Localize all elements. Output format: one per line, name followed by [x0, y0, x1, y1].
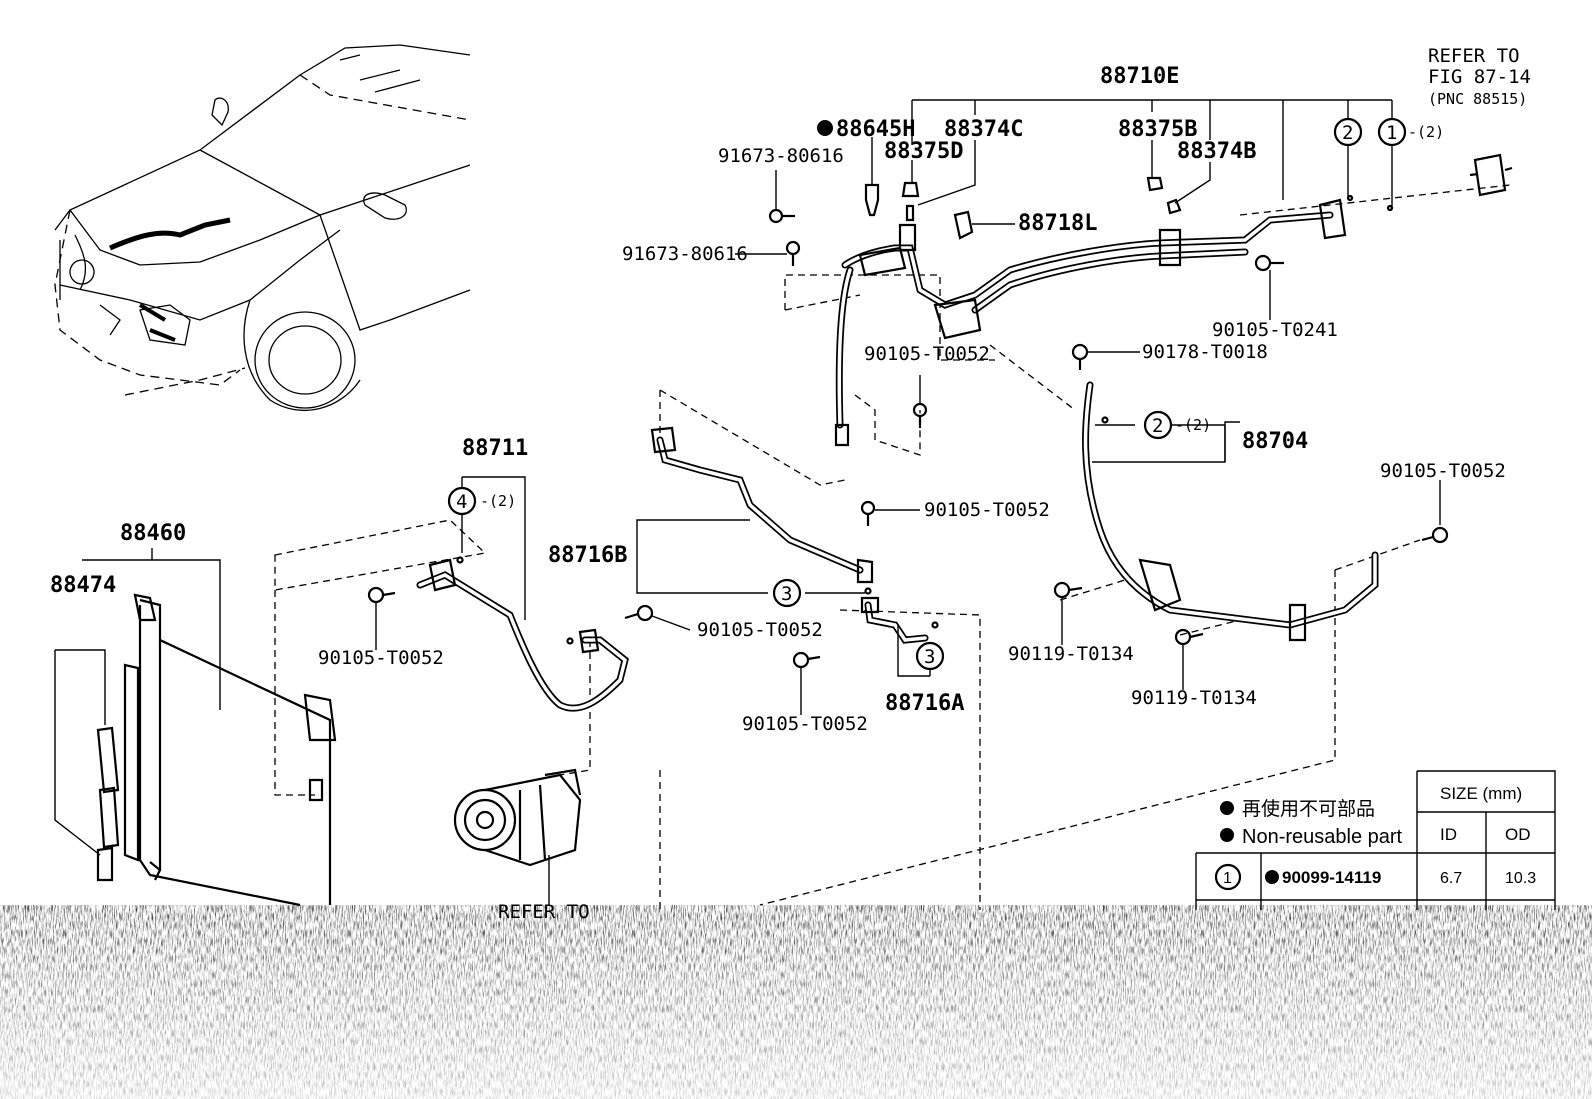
- circle-ref-2-mid-label: 2: [1152, 415, 1163, 437]
- circle-ref-2-mid-qty: -(2): [1175, 416, 1211, 434]
- refer-to-line-3: (PNC 88515): [1428, 90, 1527, 108]
- legend-en: Non-reusable part: [1242, 826, 1403, 848]
- hose-88711: [367, 556, 629, 712]
- circle-ref-3-a-label: 3: [781, 583, 792, 605]
- circle-ref-3-b-label: 3: [924, 646, 935, 668]
- callout-88716A: 88716A: [885, 691, 964, 716]
- vehicle-sketch: [54, 44, 471, 412]
- circle-ref-4-qty: -(2): [480, 492, 516, 510]
- callout-90105-T0052-d: 90105-T0052: [318, 647, 444, 669]
- refer-to-line-1: REFER TO: [1428, 45, 1520, 67]
- callout-90105-T0052-a: 90105-T0052: [864, 343, 990, 365]
- callout-88374C: 88374C: [944, 117, 1023, 142]
- refer-to-line-2: FIG 87-14: [1428, 66, 1531, 88]
- size-row-key-circle: [1214, 863, 1242, 891]
- size-row-od: 10.3: [1505, 870, 1536, 887]
- condenser: [123, 593, 337, 907]
- assembly-outlines: [274, 184, 1511, 910]
- desiccant-88474: [96, 726, 120, 882]
- callout-90178-T0018: 90178-T0018: [1142, 341, 1268, 363]
- size-table-header: SIZE (mm): [1440, 784, 1522, 803]
- legend: 再使用不可部品 Non-reusable part: [1220, 798, 1403, 848]
- callout-90105-T0241: 90105-T0241: [1212, 319, 1338, 341]
- part-callouts: 88710E REFER TO FIG 87-14 (PNC 88515) 88…: [50, 45, 1531, 923]
- callout-88704: 88704: [1242, 429, 1308, 454]
- circle-ref-1-label: 1: [1386, 122, 1397, 144]
- callout-91673-80616-left: 91673-80616: [622, 243, 748, 265]
- callout-88711: 88711: [462, 436, 528, 461]
- callout-90105-T0052-c: 90105-T0052: [924, 499, 1050, 521]
- legend-bullet-jp: [1220, 801, 1234, 815]
- circle-ref-1: [1377, 117, 1407, 147]
- callout-88375B: 88375B: [1118, 117, 1197, 142]
- image-noise-band: [0, 905, 1592, 1099]
- size-row-key: 1: [1223, 870, 1232, 887]
- size-table-col-id: ID: [1440, 825, 1457, 844]
- legend-bullet-en: [1220, 828, 1234, 842]
- callout-88460: 88460: [120, 521, 186, 546]
- circle-ref-1-qty: -(2): [1408, 123, 1444, 141]
- size-table: SIZE (mm) ID OD 1 90099-14119 6.7 10.3: [1195, 770, 1556, 910]
- callout-88375D: 88375D: [884, 139, 963, 164]
- callout-90119-T0134-a: 90119-T0134: [1008, 643, 1134, 665]
- callout-90105-T0052-e: 90105-T0052: [697, 619, 823, 641]
- circle-ref-3-b: [915, 641, 945, 671]
- callout-88716B: 88716B: [548, 543, 627, 568]
- callout-88474: 88474: [50, 573, 116, 598]
- legend-jp: 再使用不可部品: [1242, 798, 1375, 820]
- hose-88716B: [650, 426, 876, 595]
- callout-88374B: 88374B: [1177, 139, 1256, 164]
- size-row-part: 90099-14119: [1282, 868, 1381, 887]
- callout-88718L: 88718L: [1018, 211, 1097, 236]
- size-row-non-reusable: [1265, 870, 1279, 884]
- callout-90119-T0134-b: 90119-T0134: [1131, 687, 1257, 709]
- callout-88710E: 88710E: [1100, 64, 1179, 89]
- circle-ref-4-label: 4: [456, 491, 467, 513]
- callout-88645H: 88645H: [836, 117, 915, 142]
- size-row-id: 6.7: [1440, 870, 1462, 887]
- callout-90105-T0052-f: 90105-T0052: [742, 713, 868, 735]
- hose-88716A: [624, 596, 939, 669]
- circle-ref-2-top: [1333, 117, 1363, 147]
- hose-88710E: [835, 198, 1347, 429]
- hose-88704: [1053, 343, 1449, 646]
- non-reusable-marker: [817, 120, 833, 136]
- circle-ref-2-top-label: 2: [1342, 122, 1353, 144]
- leader-lines: [54, 99, 1441, 856]
- circled-refs: 2 1 -(2) 2 -(2) 3 3 4 -(2): [447, 117, 1444, 671]
- circle-ref-3-a: [772, 578, 802, 608]
- callout-91673-80616-top: 91673-80616: [718, 145, 844, 167]
- circle-ref-4: [447, 486, 477, 516]
- circle-ref-2-mid: [1143, 410, 1173, 440]
- callout-90105-T0052-b: 90105-T0052: [1380, 460, 1506, 482]
- compressor: [453, 768, 582, 905]
- sensor-parts: [768, 153, 1513, 447]
- size-table-col-od: OD: [1505, 825, 1531, 844]
